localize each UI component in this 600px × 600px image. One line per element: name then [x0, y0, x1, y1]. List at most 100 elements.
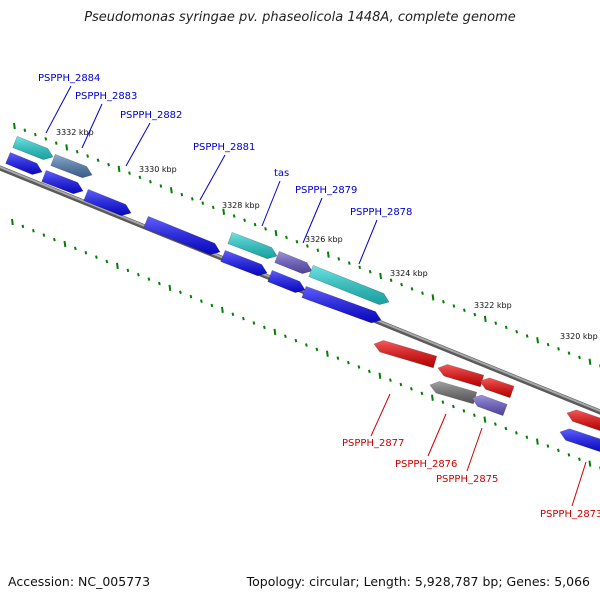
gene-features — [5, 136, 600, 452]
inner-tick — [462, 409, 466, 413]
inner-tick — [137, 272, 140, 277]
inner-tick — [399, 382, 403, 387]
inner-tick — [21, 224, 25, 229]
inner-tick — [63, 240, 67, 248]
cds-arrow-shade — [50, 154, 92, 178]
inner-tick — [200, 299, 203, 303]
outer-tick — [421, 291, 424, 295]
cds-arrow-shade — [83, 189, 131, 216]
outer-tick — [358, 265, 362, 270]
inner-tick — [389, 378, 392, 382]
outer-tick — [536, 337, 540, 344]
label-leader-line — [302, 197, 323, 244]
outer-tick — [452, 304, 456, 308]
outer-tick — [23, 128, 27, 133]
inner-tick — [42, 233, 46, 237]
cds-arrow-shade — [560, 428, 600, 452]
inner-tick — [420, 391, 424, 396]
outer-tick — [295, 239, 299, 244]
cds-arrow — [143, 216, 221, 255]
inner-tick — [357, 365, 361, 369]
gene-labels: PSPPH_2884PSPPH_2883PSPPH_2882PSPPH_2881… — [38, 73, 600, 520]
outer-tick — [557, 347, 560, 351]
outer-tick — [253, 222, 257, 227]
outer-tick — [117, 165, 121, 172]
inner-tick — [588, 460, 592, 467]
gene-label: tas — [274, 168, 289, 179]
cds-arrow — [274, 251, 313, 274]
inner-tick — [147, 277, 151, 281]
inner-tick — [431, 394, 434, 401]
outer-tick — [515, 329, 519, 334]
cds-arrow — [301, 286, 382, 324]
inner-tick — [189, 294, 193, 299]
outer-tick — [347, 261, 351, 265]
outer-tick — [86, 154, 90, 158]
gene-label: PSPPH_2881 — [193, 142, 255, 153]
inner-tick — [336, 356, 340, 360]
genome-summary-text: Topology: circular; Length: 5,928,787 bp… — [246, 574, 590, 589]
gene-label: PSPPH_2878 — [350, 207, 412, 218]
cds-arrow — [50, 154, 93, 179]
outer-tick — [473, 312, 477, 317]
outer-tick — [588, 358, 592, 365]
kbp-label: 3322 kbp — [474, 301, 512, 310]
scale-ticks — [11, 122, 600, 470]
outer-tick — [274, 230, 278, 237]
outer-tick — [410, 287, 414, 291]
outer-tick — [96, 158, 100, 163]
cds-arrow — [267, 270, 306, 293]
cds-arrow-shade — [41, 170, 83, 194]
inner-tick — [53, 237, 56, 242]
outer-tick — [107, 162, 110, 167]
inner-tick — [473, 413, 476, 418]
inner-tick — [452, 404, 455, 409]
inner-tick — [84, 250, 88, 255]
cds-arrow — [429, 381, 478, 405]
label-leader-line — [125, 122, 151, 167]
inner-tick — [525, 435, 529, 440]
inner-tick — [294, 338, 298, 343]
inner-tick — [32, 229, 35, 233]
label-leader-line — [261, 180, 281, 227]
inner-tick — [273, 328, 277, 335]
kbp-label: 3328 kbp — [222, 201, 260, 210]
gene-label: PSPPH_2879 — [295, 185, 357, 196]
inner-tick — [168, 284, 172, 292]
cds-arrow — [220, 250, 268, 277]
cds-arrow — [437, 364, 485, 388]
cds-arrow — [373, 340, 438, 369]
inner-tick — [483, 416, 487, 423]
inner-tick — [536, 438, 539, 445]
cds-arrow-shade — [472, 395, 508, 416]
label-leader-line — [370, 393, 391, 437]
inner-tick — [179, 290, 182, 295]
label-leader-line — [358, 219, 378, 265]
inner-tick — [231, 312, 235, 317]
outer-tick — [368, 269, 372, 274]
inner-tick — [126, 268, 130, 273]
outer-tick — [159, 184, 163, 188]
inner-tick — [95, 255, 98, 259]
inner-tick — [158, 281, 161, 286]
outer-tick — [285, 235, 288, 240]
outer-tick — [462, 308, 466, 313]
outer-tick — [65, 144, 69, 151]
outer-tick — [169, 187, 173, 194]
outer-tick — [149, 179, 152, 184]
outer-tick — [337, 257, 341, 261]
outer-tick — [504, 325, 508, 330]
outer-tick — [431, 294, 435, 301]
kbp-label: 3326 kbp — [305, 235, 343, 244]
cds-arrow — [566, 409, 600, 431]
outer-tick — [44, 137, 48, 141]
label-leader-line — [427, 413, 447, 457]
inner-tick — [326, 350, 329, 357]
cds-arrow-shade — [227, 232, 277, 259]
outer-tick — [75, 149, 79, 154]
outer-tick — [243, 218, 246, 223]
cds-arrow-shade — [374, 340, 437, 368]
outer-tick — [232, 214, 236, 218]
